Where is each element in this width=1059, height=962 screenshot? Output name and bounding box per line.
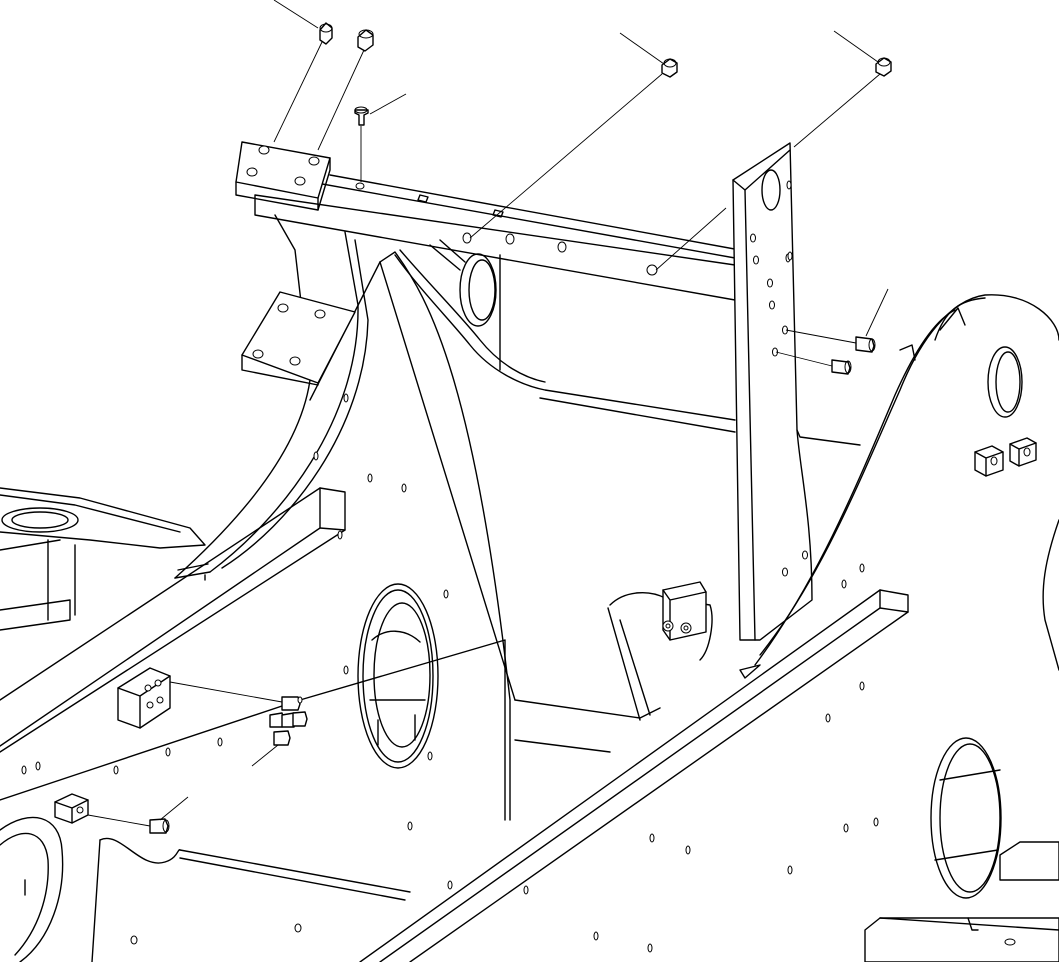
small-cube-block bbox=[54, 793, 89, 824]
lower-mounting-bracket bbox=[241, 291, 356, 386]
lower-diagonal-beam bbox=[359, 589, 909, 962]
rear-rail bbox=[394, 239, 736, 433]
left-block bbox=[117, 667, 171, 729]
pin-top-center bbox=[661, 58, 678, 78]
lower-right-panel bbox=[864, 737, 1059, 962]
top-mounting-bracket bbox=[235, 141, 331, 211]
center-triangular-plate bbox=[309, 251, 516, 821]
pin-bottom-left bbox=[149, 818, 170, 834]
center-clamp-bracket bbox=[607, 581, 713, 721]
pin-right-lower bbox=[831, 359, 852, 375]
pin-top-right bbox=[875, 57, 892, 77]
plate-holes bbox=[21, 251, 879, 953]
pin-right-upper bbox=[855, 336, 876, 353]
pin-top-left-2 bbox=[357, 29, 374, 52]
upper-diagonal-beam bbox=[0, 487, 346, 753]
left-curved-upright bbox=[174, 214, 369, 581]
right-side-plate bbox=[754, 294, 1059, 671]
vertical-post bbox=[732, 142, 861, 641]
top-cross-beam bbox=[254, 174, 741, 301]
leader-lines bbox=[87, 0, 889, 827]
floor-rails bbox=[514, 699, 661, 753]
pin-top-left-1 bbox=[319, 22, 333, 45]
left-base-frame bbox=[0, 487, 206, 631]
pin-cluster-left bbox=[269, 696, 308, 746]
bolt-top-center bbox=[354, 106, 369, 126]
